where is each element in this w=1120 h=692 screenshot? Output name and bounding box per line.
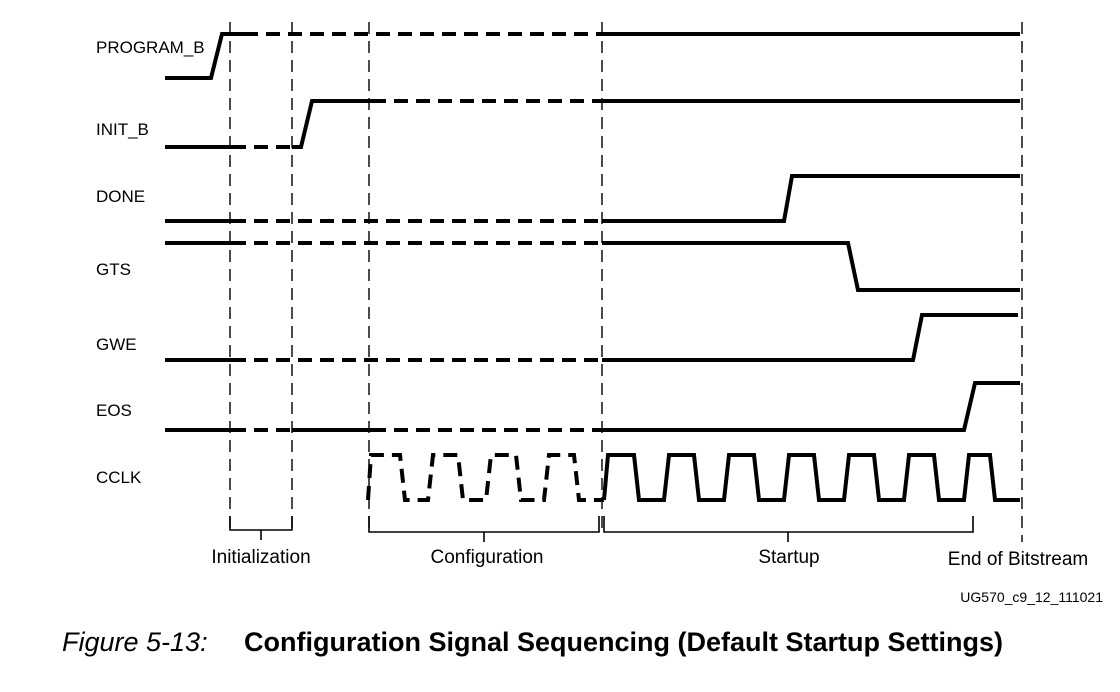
phase-label-end-of-bitstream: End of Bitstream xyxy=(948,549,1088,570)
waveform-init-b xyxy=(165,99,1020,149)
caption-title: Configuration Signal Sequencing (Default… xyxy=(244,627,1003,657)
waveform-cclk xyxy=(366,453,1020,502)
waveform-gts xyxy=(165,241,1020,292)
waveform-program-b xyxy=(165,32,1020,80)
bracket-startup xyxy=(603,516,974,533)
figure-doc-id: UG570_c9_12_111021 xyxy=(960,589,1103,605)
waveform-done xyxy=(165,174,1020,223)
signal-label-eos: EOS xyxy=(96,401,132,420)
signal-label-cclk: CCLK xyxy=(96,468,142,487)
phase-label-startup: Startup xyxy=(758,547,819,568)
signal-label-gwe: GWE xyxy=(96,335,137,354)
waveform-gwe xyxy=(165,313,1018,362)
signal-label-program-b: PROGRAM_B xyxy=(96,38,205,57)
phase-label-configuration: Configuration xyxy=(430,547,543,568)
signal-label-done: DONE xyxy=(96,187,145,206)
phase-boundaries xyxy=(229,22,1023,542)
bracket-initialization xyxy=(229,516,293,531)
phase-brackets xyxy=(229,516,974,542)
bracket-configuration xyxy=(368,516,600,533)
figure-caption: Figure 5-13: Configuration Signal Sequen… xyxy=(62,627,1003,657)
phase-labels: Initialization Configuration Startup End… xyxy=(211,547,1088,570)
caption-prefix: Figure 5-13: xyxy=(62,627,208,657)
phase-label-initialization: Initialization xyxy=(211,547,310,568)
waveform-eos xyxy=(165,381,1020,432)
signal-labels: PROGRAM_B INIT_B DONE GTS GWE EOS CCLK xyxy=(96,38,205,487)
signal-label-init-b: INIT_B xyxy=(96,120,149,139)
signal-label-gts: GTS xyxy=(96,260,131,279)
